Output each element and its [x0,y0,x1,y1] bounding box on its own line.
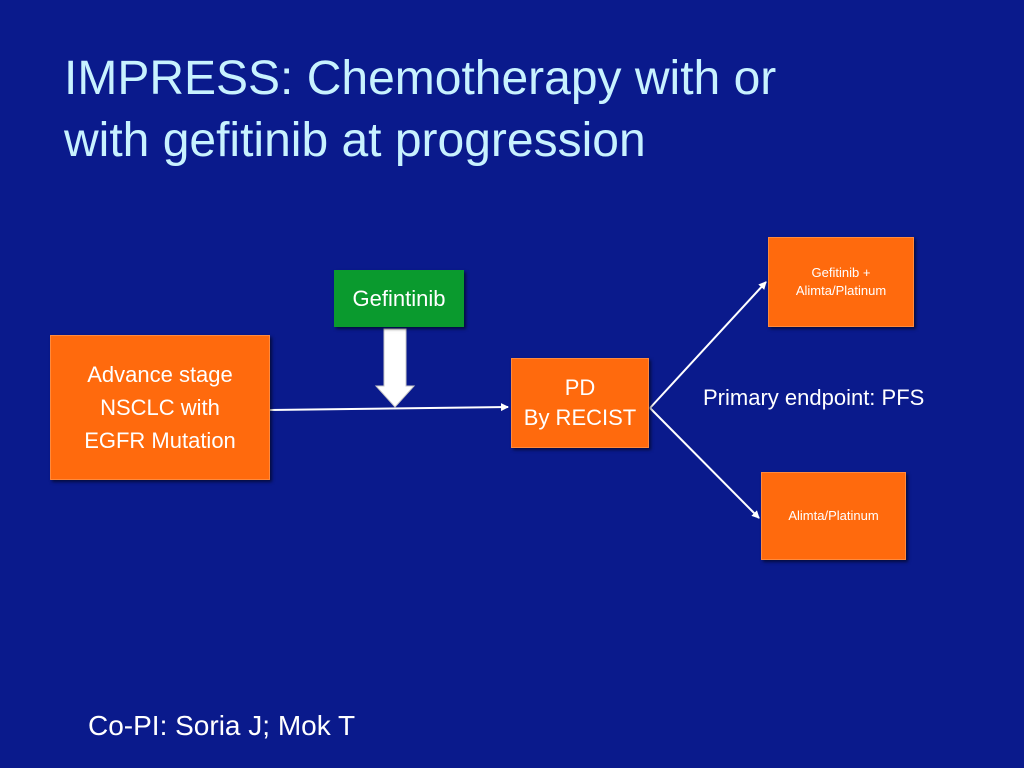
enrollment-line-2: NSCLC with [100,395,220,420]
combo-arm-line-2: Alimta/Platinum [795,283,887,298]
enrollment-box: Advance stage NSCLC with EGFR Mutation [50,335,270,480]
chemo-arm-label: Alimta/Platinum [788,508,879,523]
progression-line-2: By RECIST [523,405,637,430]
arrow-pd-to-chemo [649,407,760,519]
progression-box: PD By RECIST [511,358,649,448]
enrollment-line-1: Advance stage [87,362,233,387]
title-line-2: with gefitinib at progression [64,114,646,167]
gefitinib-box: Gefintinib [334,270,464,327]
primary-endpoint-text: Primary endpoint: PFS [703,385,925,410]
co-pi-footer: Co-PI: Soria J; Mok T [88,710,356,741]
arrow-pd-to-combo [649,281,767,409]
down-block-arrow-icon [374,328,416,408]
slide-title: IMPRESS: Chemotherapy with or with gefit… [64,48,964,172]
combo-arm-line-1: Gefitinib + [811,265,871,280]
title-line-1: IMPRESS: Chemotherapy with or [64,52,777,105]
combo-arm-box: Gefitinib + Alimta/Platinum [768,237,914,327]
enrollment-line-3: EGFR Mutation [84,428,236,453]
progression-line-1: PD [564,375,596,400]
arrow-start-to-pd [269,403,509,412]
chemo-arm-box: Alimta/Platinum [761,472,906,560]
gefitinib-label: Gefintinib [352,285,446,311]
